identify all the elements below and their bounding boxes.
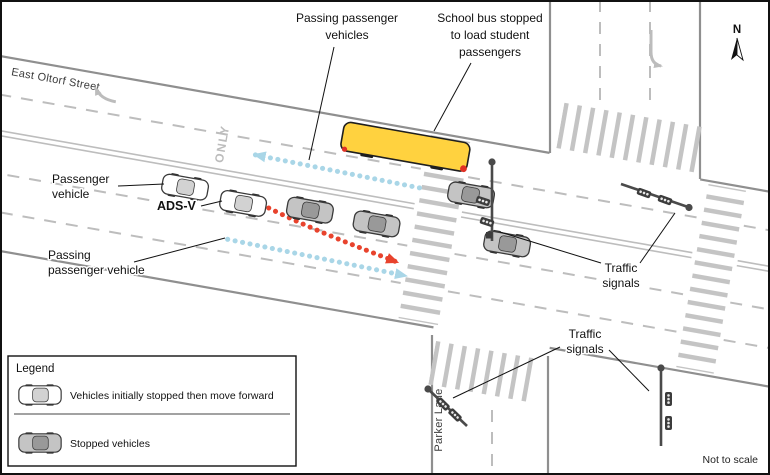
- lane-line: [467, 176, 699, 219]
- passing-arrow-eastbound: [225, 236, 409, 280]
- signal-pole-cap: [488, 158, 496, 166]
- turn-arrow-marking: [94, 86, 117, 104]
- road-edge: [0, 233, 434, 329]
- lane-line: [0, 158, 408, 247]
- traffic-signal-nw: [475, 158, 496, 241]
- svg-text:Traffic: Traffic: [605, 261, 638, 275]
- legend-title: Legend: [16, 363, 54, 375]
- lane-line: [0, 82, 421, 170]
- signal-pole-cap: [657, 364, 665, 372]
- only-pavement-marking: ONLY: [212, 124, 232, 164]
- svg-text:signals: signals: [566, 342, 603, 356]
- center-line: [460, 216, 692, 259]
- legend-gray-car-icon: [18, 431, 62, 455]
- school-bus: [340, 121, 471, 173]
- label-school-bus: School bus stopped to load student passe…: [436, 10, 544, 61]
- pointer-line: [499, 231, 602, 264]
- label-passing-vehicles: Passing passenger vehicles: [294, 10, 399, 44]
- pointer-line: [433, 62, 472, 132]
- pointer-line: [308, 46, 335, 161]
- pedestrian-signal: [486, 232, 493, 239]
- pointer-line: [608, 349, 650, 392]
- svg-text:Passing passenger: Passing passenger: [296, 11, 398, 25]
- label-traffic-signals-south: Traffic signals: [565, 326, 605, 358]
- traffic-signal-sw: [424, 385, 468, 427]
- crosswalk-south: [428, 341, 538, 403]
- svg-text:passenger vehicle: passenger vehicle: [48, 263, 145, 277]
- label-traffic-signals-north: Traffic signals: [601, 260, 641, 292]
- road-edge: [549, 346, 770, 393]
- svg-text:Vehicles initially stopped the: Vehicles initially stopped then move for…: [70, 390, 274, 402]
- svg-text:Passenger: Passenger: [52, 172, 109, 186]
- center-line: [736, 264, 770, 280]
- pointer-line: [639, 212, 676, 264]
- not-to-scale-note: Not to scale: [703, 454, 759, 466]
- center-line: [0, 122, 414, 210]
- signal-head: [665, 392, 672, 406]
- svg-text:vehicles: vehicles: [325, 28, 368, 42]
- lane-line: [447, 290, 679, 333]
- ads-path-arrow: [266, 205, 400, 265]
- north-compass: N: [731, 24, 744, 62]
- bus-stop-arm: [460, 165, 467, 173]
- svg-text:Passing: Passing: [48, 248, 91, 262]
- road-parker-lane: Parker Lane: [428, 0, 703, 475]
- road-edge: [700, 178, 770, 203]
- bus-body: [340, 121, 471, 172]
- label-passing-vehicle: Passing passenger vehicle: [47, 247, 147, 279]
- passing-arrow-westbound: [252, 151, 422, 191]
- svg-text:passengers: passengers: [459, 45, 521, 59]
- turn-arrow-marking: [649, 30, 663, 69]
- traffic-signal-se: [657, 364, 672, 446]
- legend-item-moving: Vehicles initially stopped then move for…: [18, 383, 274, 407]
- center-line: [461, 211, 693, 254]
- compass-arrow-left: [731, 38, 737, 60]
- label-adsv: ADS-V: [157, 199, 197, 213]
- svg-text:School bus stopped: School bus stopped: [437, 11, 542, 25]
- svg-text:signals: signals: [602, 276, 639, 290]
- svg-text:vehicle: vehicle: [52, 187, 90, 201]
- crosswalk-north: [556, 102, 703, 173]
- lane-line: [454, 252, 686, 296]
- center-line: [737, 259, 770, 276]
- signal-pole-cap: [685, 203, 693, 212]
- svg-text:Stopped vehicles: Stopped vehicles: [70, 438, 150, 450]
- legend-box: Legend Vehicles initially stopped then m…: [7, 355, 297, 467]
- compass-north-letter: N: [733, 24, 741, 36]
- traffic-signal-ne: [620, 182, 693, 212]
- pointer-line: [200, 200, 223, 207]
- compass-arrow-right: [736, 37, 744, 62]
- crosswalk-east: [676, 183, 746, 374]
- legend-white-car-icon: [18, 383, 62, 407]
- pointer-line: [452, 346, 561, 399]
- pointer-line: [133, 237, 226, 263]
- lane-line: [0, 196, 401, 285]
- bus-front-light: [341, 146, 348, 152]
- signal-pole-cap: [424, 385, 432, 393]
- road-edge: [0, 44, 550, 154]
- center-line: [0, 117, 415, 205]
- signal-head: [665, 416, 672, 430]
- label-passenger-vehicle: Passenger vehicle: [51, 171, 111, 203]
- legend-item-stopped: Stopped vehicles: [18, 431, 150, 455]
- svg-text:to load student: to load student: [451, 28, 530, 42]
- svg-text:Traffic: Traffic: [569, 327, 602, 341]
- pointer-line: [117, 183, 165, 187]
